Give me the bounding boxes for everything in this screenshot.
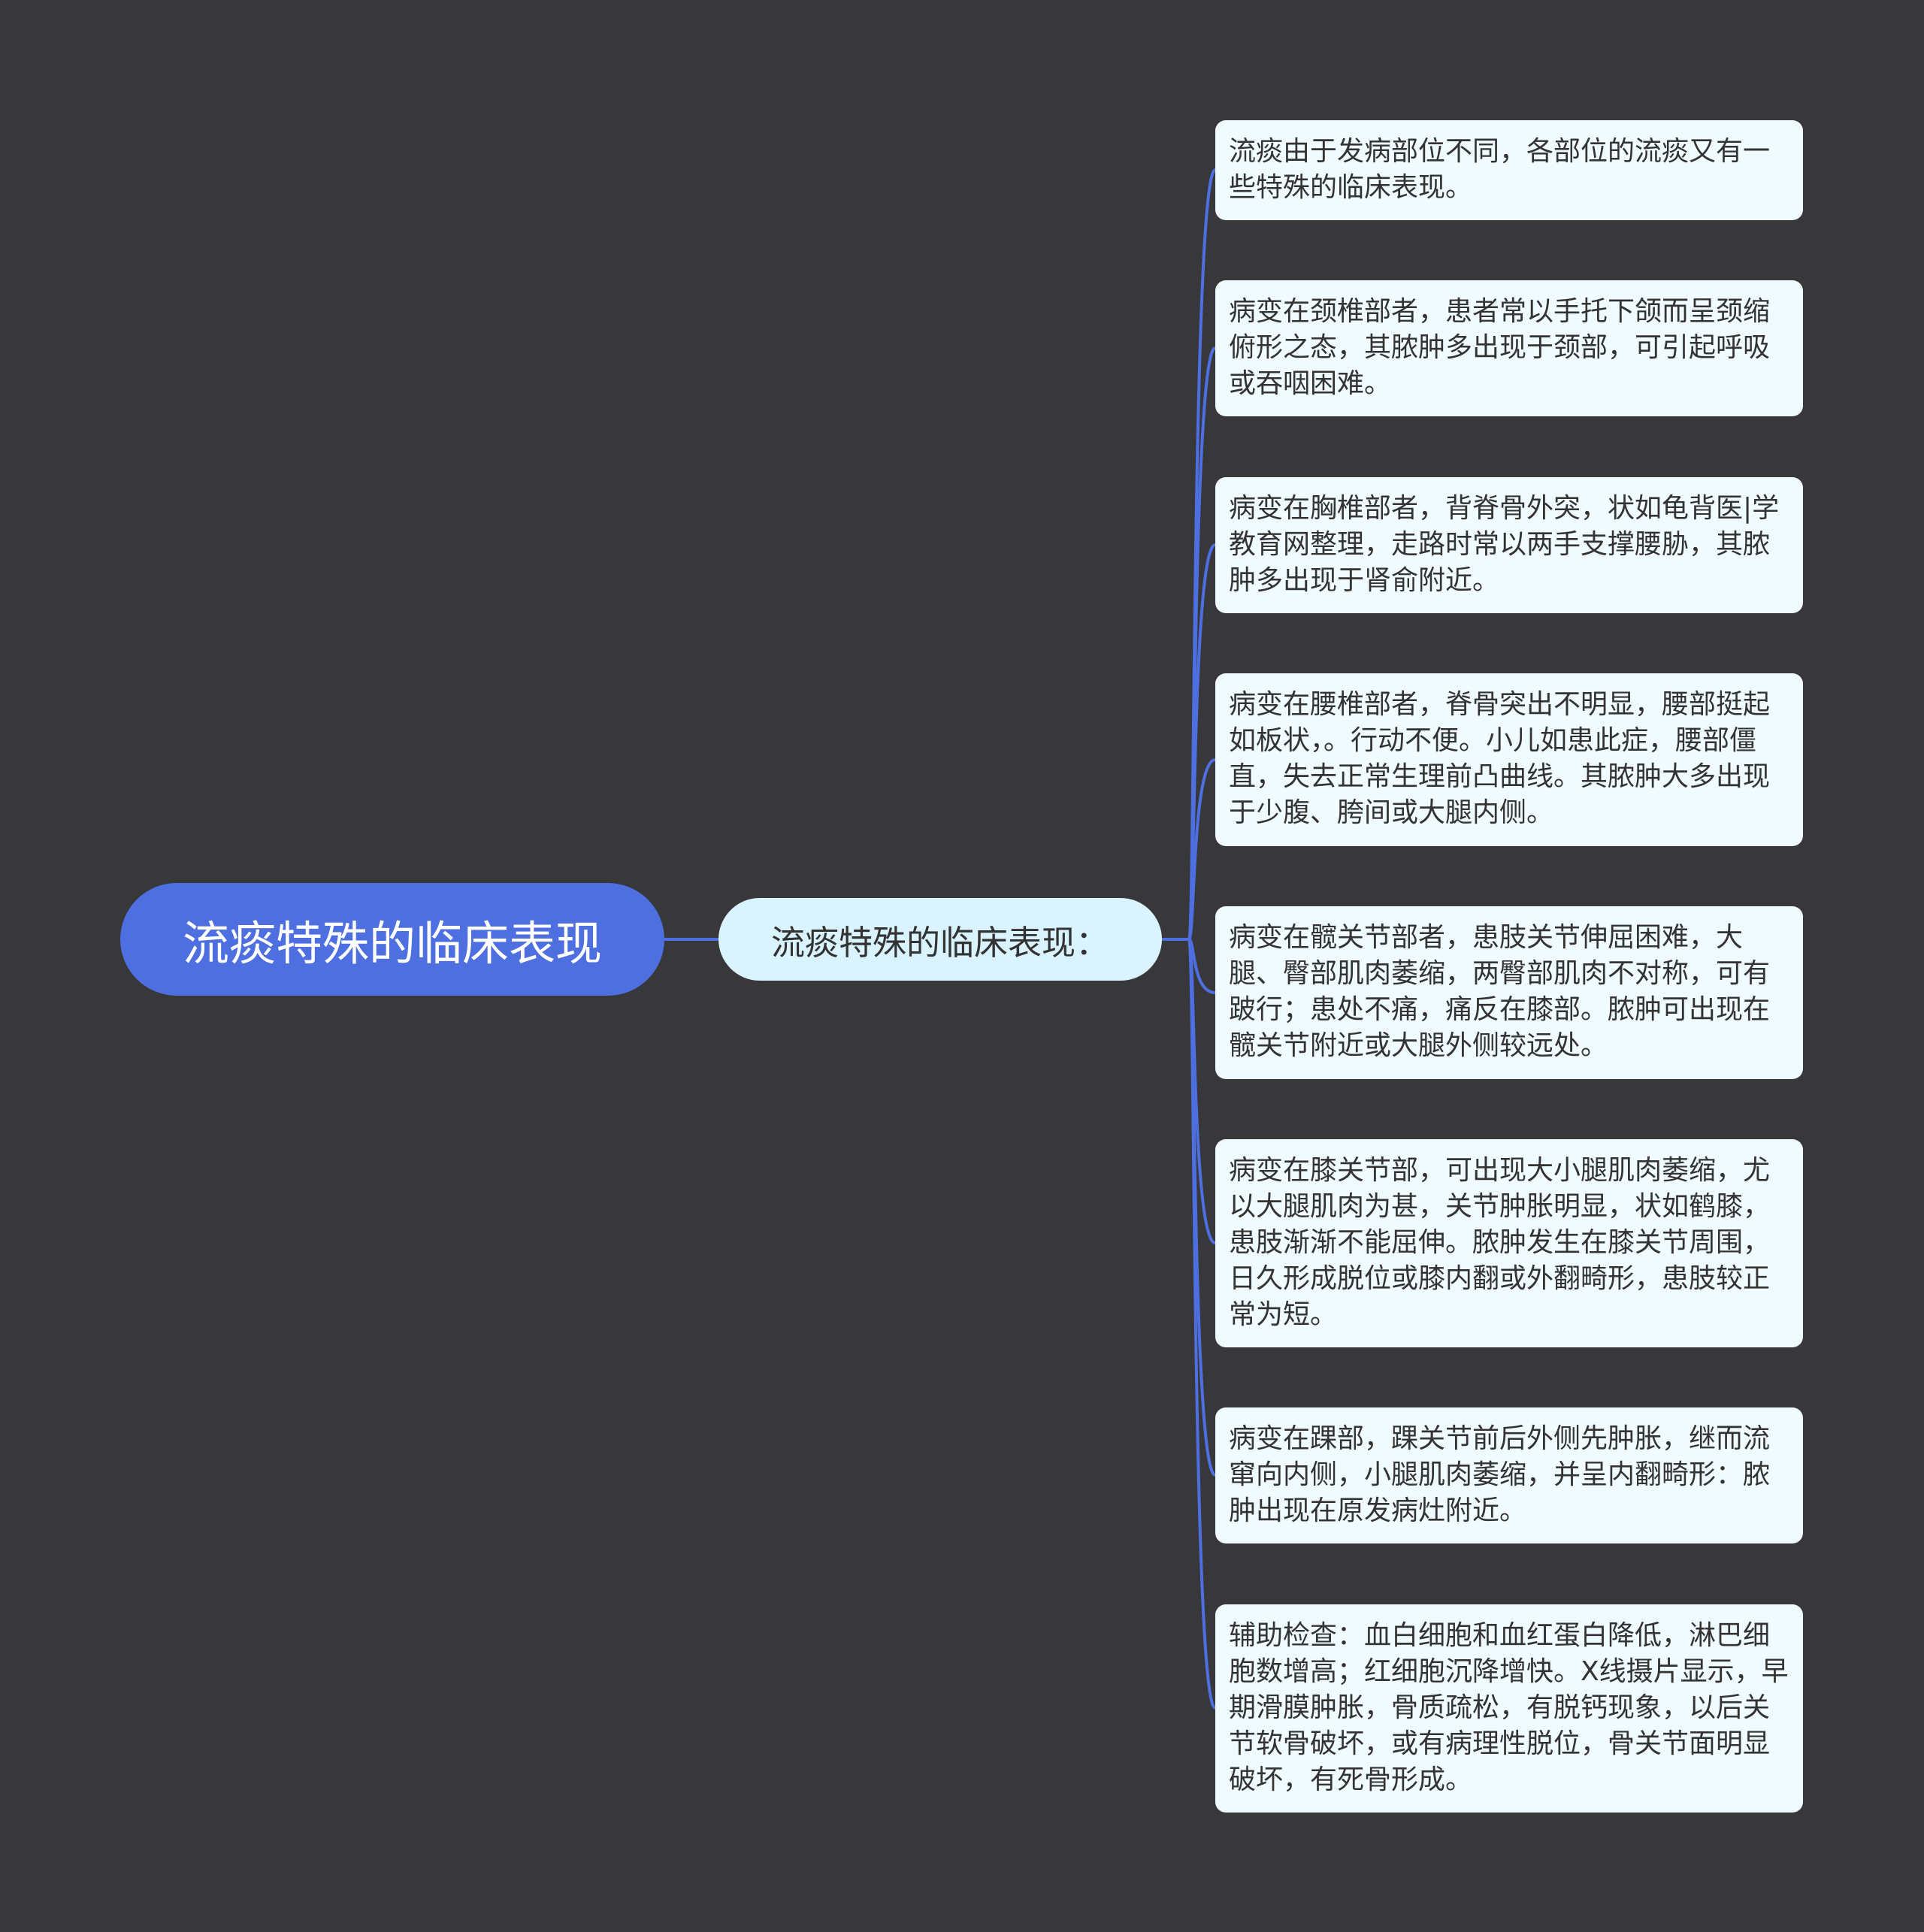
root-topic-label: 流痰特殊的临床表现 [182, 916, 602, 971]
leaf-text: 辅助检查：血白细胞和血红蛋白降低，淋巴细胞数增高；红细胞沉降增快。X线摄片显示，… [1229, 1620, 1789, 1795]
leaf-text: 病变在髋关节部者，患肢关节伸屈困难，大腿、臀部肌肉萎缩，两臀部肌肉不对称，可有跛… [1229, 922, 1771, 1061]
leaf-text: 病变在颈椎部者，患者常以手托下颌而呈颈缩俯形之态，其脓肿多出现于颈部，可引起呼吸… [1229, 296, 1771, 399]
leaf-text: 病变在膝关节部，可出现大小腿肌肉萎缩，尤以大腿肌肉为甚，关节肿胀明显，状如鹤膝，… [1229, 1155, 1771, 1330]
leaf-text: 病变在胸椎部者，背脊骨外突，状如龟背医|学教育网整理，走路时常以两手支撑腰胁，其… [1229, 493, 1780, 596]
leaf-text: 病变在腰椎部者，脊骨突出不明显，腰部挺起如板状，。行动不便。小儿如患此症，腰部僵… [1229, 689, 1771, 828]
leaf-node-ankle[interactable]: 病变在踝部，踝关节前后外侧先肿胀，继而流窜向内侧，小腿肌肉萎缩，并呈内翻畸形：脓… [1215, 1407, 1803, 1543]
root-topic[interactable]: 流痰特殊的临床表现 [120, 883, 664, 996]
connector-branch-3 [1187, 758, 1217, 941]
connector-branch-7 [1187, 938, 1217, 1710]
leaf-text: 病变在踝部，踝关节前后外侧先肿胀，继而流窜向内侧，小腿肌肉萎缩，并呈内翻畸形：脓… [1229, 1423, 1771, 1526]
subtopic-node[interactable]: 流痰特殊的临床表现： [718, 898, 1162, 981]
leaf-node-auxiliary-exam[interactable]: 辅助检查：血白细胞和血红蛋白降低，淋巴细胞数增高；红细胞沉降增快。X线摄片显示，… [1215, 1604, 1803, 1813]
leaf-node-cervical[interactable]: 病变在颈椎部者，患者常以手托下颌而呈颈缩俯形之态，其脓肿多出现于颈部，可引起呼吸… [1215, 280, 1803, 416]
leaf-node-thoracic[interactable]: 病变在胸椎部者，背脊骨外突，状如龟背医|学教育网整理，走路时常以两手支撑腰胁，其… [1215, 477, 1803, 613]
subtopic-label: 流痰特殊的临床表现： [770, 922, 1109, 963]
leaf-node-hip[interactable]: 病变在髋关节部者，患肢关节伸屈困难，大腿、臀部肌肉萎缩，两臀部肌肉不对称，可有跛… [1215, 906, 1803, 1079]
leaf-node-knee[interactable]: 病变在膝关节部，可出现大小腿肌肉萎缩，尤以大腿肌肉为甚，关节肿胀明显，状如鹤膝，… [1215, 1139, 1803, 1347]
leaf-node-lumbar[interactable]: 病变在腰椎部者，脊骨突出不明显，腰部挺起如板状，。行动不便。小儿如患此症，腰部僵… [1215, 673, 1803, 846]
leaf-node-intro[interactable]: 流痰由于发病部位不同，各部位的流痰又有一些特殊的临床表现。 [1215, 120, 1803, 220]
leaf-text: 流痰由于发病部位不同，各部位的流痰又有一些特殊的临床表现。 [1229, 136, 1771, 203]
